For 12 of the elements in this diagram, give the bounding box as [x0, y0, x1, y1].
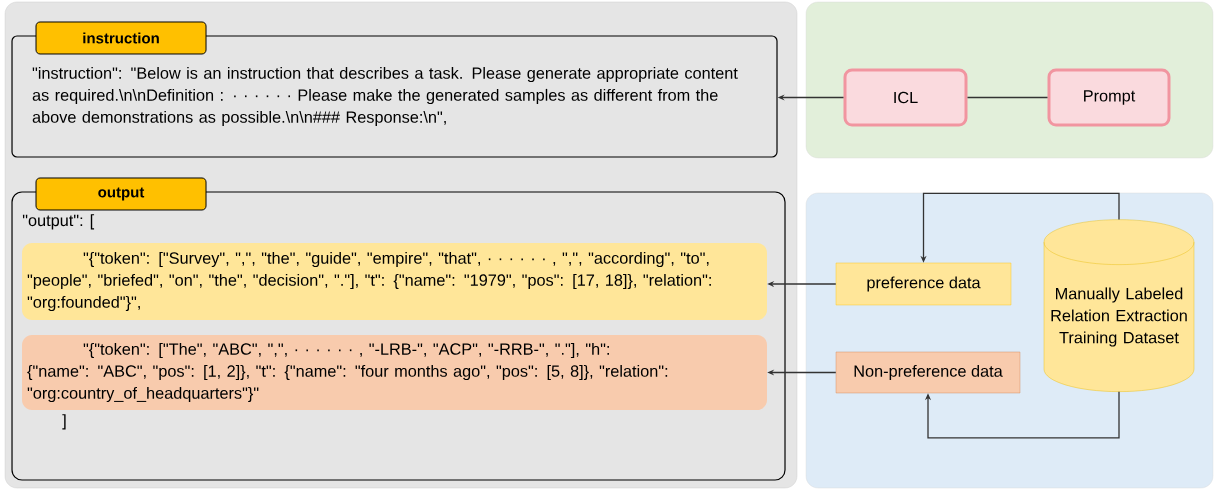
process-box: Non-preference data: [835, 351, 1021, 394]
tab-label: instruction: [35, 21, 207, 55]
highlight-band: "{"token": ["Survey", ",", "the", "guide", "empire", "that", · · · · · · , ",", "according", "to", "people", "briefed", "on", "the", "decision", "."], "t": {"name": "1979", "pos": [17, 18]}, "relation": "org:founded"}",: [22, 243, 767, 320]
process-box: preference data: [835, 262, 1012, 306]
arrow: [924, 391, 1120, 439]
process-box: ICL: [843, 68, 968, 127]
database-cylinder: Manually Labeled Relation Extraction Training Dataset: [1043, 219, 1195, 392]
code-text: "output": [: [22, 214, 95, 230]
highlight-band: "{"token": ["The", "ABC", ",", · · · · · · , "-LRB-", "ACP", "-RRB-", "."], "h": {"name": "ABC", "pos": [1, 2]}, "t": {"name": "four months ago", "pos": [5, 8]}, "relation": "org:country_of_headquarters"}": [22, 335, 767, 410]
process-box: Prompt: [1047, 68, 1171, 127]
code-text: ]: [62, 414, 66, 430]
tab-label: output: [35, 177, 207, 211]
